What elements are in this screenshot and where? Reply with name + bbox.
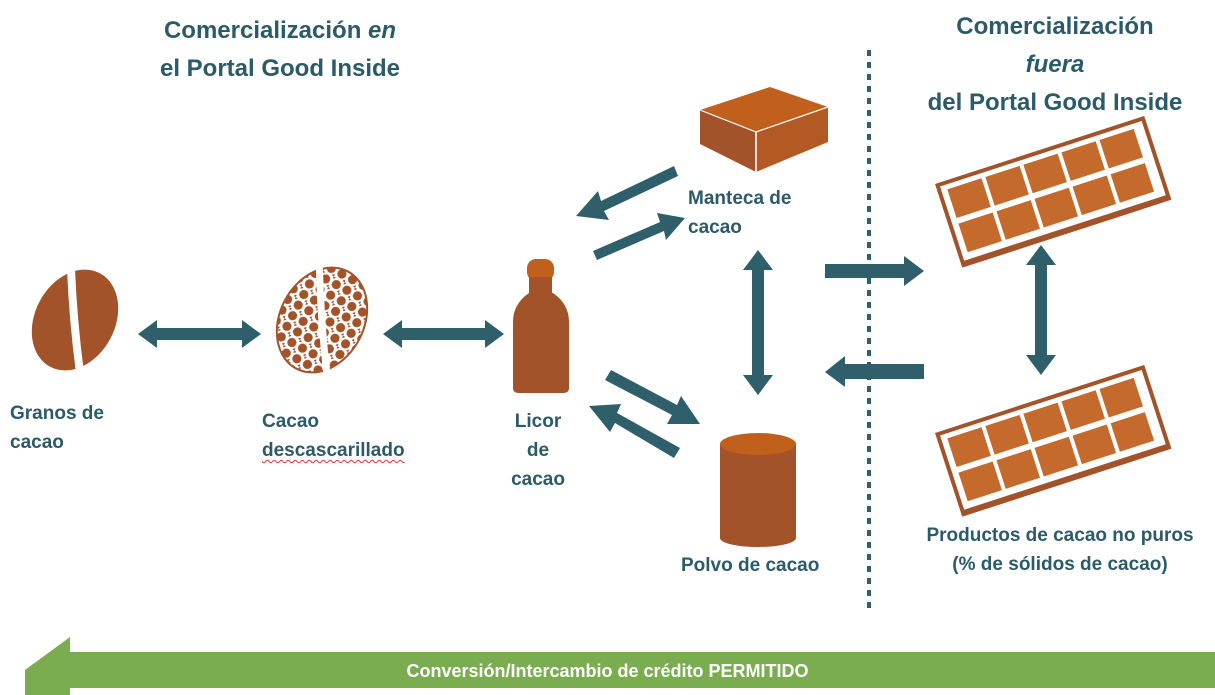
double-arrow-icon <box>383 320 504 348</box>
label-licor-line2: de <box>526 440 550 461</box>
label-descas-line1: Cacao <box>262 411 320 432</box>
heading-outside-line3: del Portal Good Inside <box>927 89 1183 116</box>
heading-inside-line1: Comercialización <box>163 17 369 44</box>
double-arrow-icon <box>138 320 261 348</box>
powder-can-icon <box>720 433 796 547</box>
shelled-cocoa-icon <box>275 265 369 376</box>
label-granos: Granos de cacao <box>10 399 104 457</box>
arrow-icon <box>589 404 680 458</box>
chocolate-bar-icon <box>935 115 1172 268</box>
label-granos-line2: cacao <box>10 432 64 453</box>
label-licor-line1: Licor <box>514 411 562 432</box>
label-licor: Licor de cacao <box>498 407 578 494</box>
label-descas-line2: descascarillado <box>262 440 405 461</box>
label-manteca-line2: cacao <box>688 217 742 238</box>
heading-inside-em: en <box>368 17 397 44</box>
label-productos: Productos de cacao no puros (% de sólido… <box>905 521 1215 579</box>
label-manteca-line1: Manteca de <box>688 188 792 209</box>
permitted-banner-arrow <box>25 637 1215 695</box>
heading-inside-portal: Comercialización en el Portal Good Insid… <box>95 12 465 88</box>
label-productos-line2: (% de sólidos de cacao) <box>952 554 1168 575</box>
heading-inside-line2: el Portal Good Inside <box>159 55 401 82</box>
arrow-right-icon <box>825 256 924 286</box>
arrow-left-icon <box>825 356 924 387</box>
label-granos-line1: Granos de <box>10 403 104 424</box>
double-arrow-icon <box>1026 245 1056 375</box>
double-arrow-icon <box>743 250 773 395</box>
arrow-icon <box>605 370 700 424</box>
cocoa-bean-icon <box>31 267 119 373</box>
label-productos-line1: Productos de cacao no puros <box>926 525 1194 546</box>
label-descascarillado: Cacao descascarillado <box>262 407 405 465</box>
heading-outside-portal: Comercialización fuera del Portal Good I… <box>895 8 1215 122</box>
heading-outside-line1: Comercialización <box>956 13 1154 40</box>
arrow-icon <box>576 166 678 220</box>
arrow-icon <box>593 213 685 260</box>
banner-text: Conversión/Intercambio de crédito PERMIT… <box>406 661 809 681</box>
bottle-icon <box>513 259 569 393</box>
chocolate-bar-icon <box>935 364 1172 517</box>
label-licor-line3: cacao <box>511 469 565 490</box>
label-polvo: Polvo de cacao <box>681 555 820 576</box>
label-manteca: Manteca de cacao <box>688 184 791 242</box>
butter-block-icon <box>699 87 829 172</box>
heading-outside-em: fuera <box>1025 51 1085 78</box>
